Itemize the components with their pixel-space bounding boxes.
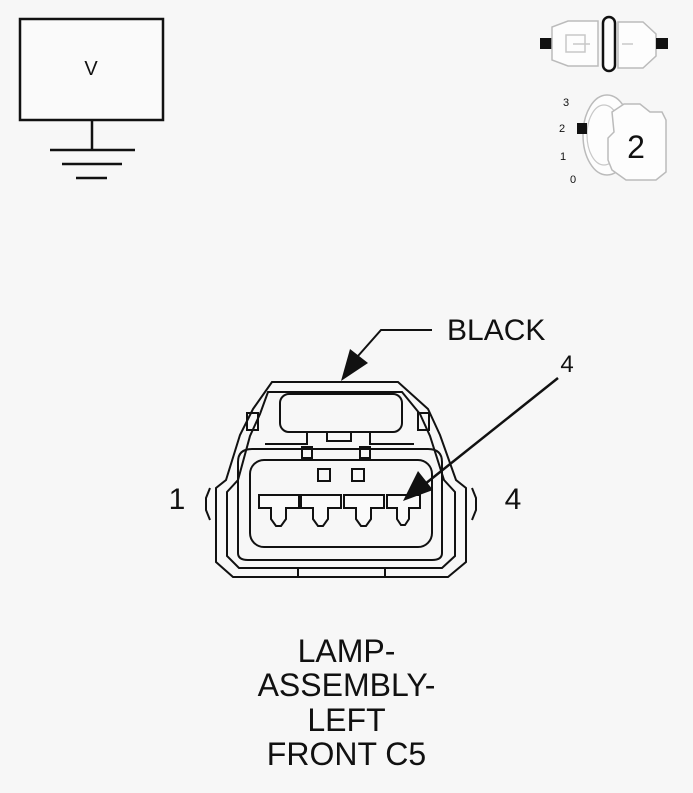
connector-color-label: BLACK: [447, 314, 545, 347]
key-position-3: 3: [563, 97, 569, 109]
color-leader-arrow: [341, 329, 432, 381]
pin-4-pointer-arrow: [403, 377, 559, 501]
pin-4-terminal: [386, 494, 421, 526]
key-position-1: 1: [560, 151, 566, 163]
ignition-key-icon: 3 2 1 0 2: [559, 94, 667, 186]
pin-pointer-label: 4: [560, 351, 573, 378]
caption-line-2: ASSEMBLY-: [257, 667, 436, 703]
caption-line-3: LEFT: [307, 702, 386, 738]
connector-face: [205, 381, 477, 578]
left-pin-number: 1: [169, 483, 186, 516]
pin-2-terminal: [300, 494, 342, 527]
key-position-2: 2: [559, 123, 565, 135]
right-pin-number: 4: [505, 483, 522, 516]
ground-icon: [50, 120, 135, 180]
caption-line-4: FRONT C5: [266, 736, 427, 772]
pin-1-terminal: [258, 494, 300, 527]
voltmeter-label: V: [84, 58, 98, 80]
terminal-pins: [258, 494, 421, 527]
pin-3-terminal: [343, 494, 385, 527]
caption-line-1: LAMP-: [297, 633, 396, 669]
voltmeter-symbol: V: [18, 17, 165, 180]
disconnected-connector-icon: [540, 15, 668, 73]
key-position-0: 0: [570, 174, 576, 186]
key-selected-position: 2: [627, 129, 645, 165]
